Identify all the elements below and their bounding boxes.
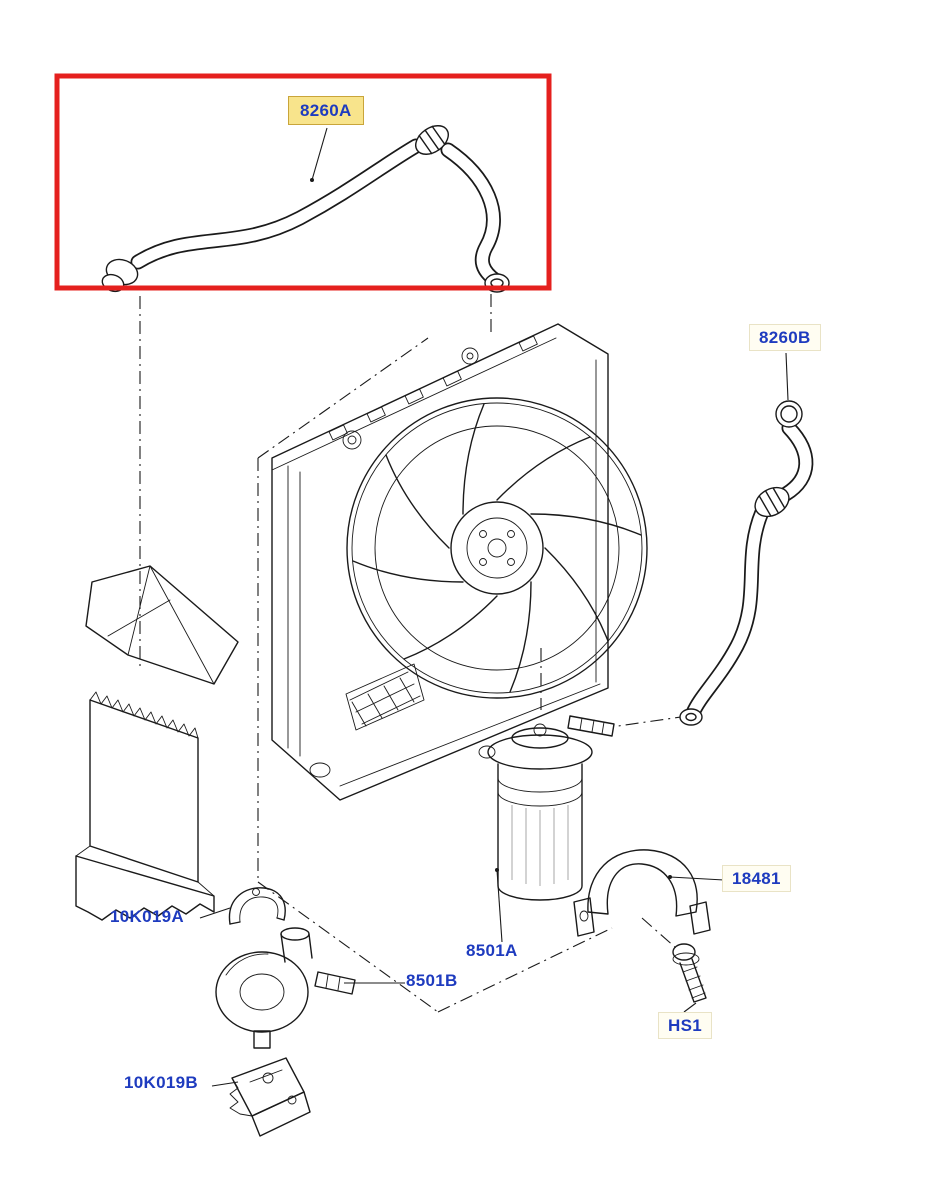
- part-label-8260B[interactable]: 8260B: [749, 324, 821, 351]
- pump-8501b-drawing[interactable]: [215, 927, 356, 1049]
- part-label-10K019A[interactable]: 10K019A: [110, 907, 184, 926]
- intercooler-drawing[interactable]: [75, 565, 239, 921]
- part-label-HS1[interactable]: HS1: [658, 1012, 712, 1039]
- part-label-8260A[interactable]: 8260A: [288, 96, 364, 125]
- bracket-18481-drawing[interactable]: [573, 849, 711, 937]
- selection-highlight-box: [54, 73, 552, 291]
- assembly-reference-lines: [139, 294, 689, 1013]
- bracket-10k019b-drawing[interactable]: [229, 1057, 311, 1137]
- bracket-10k019a-drawing[interactable]: [228, 887, 286, 925]
- part-label-8501B[interactable]: 8501B: [406, 971, 458, 990]
- radiator-fan-assembly-drawing[interactable]: [271, 323, 648, 801]
- hose-8260b-drawing[interactable]: [679, 400, 814, 726]
- label-leader-lines: [199, 127, 789, 1087]
- part-label-18481[interactable]: 18481: [722, 865, 791, 892]
- pump-8501a-drawing[interactable]: [478, 715, 615, 901]
- screw-hs1-drawing[interactable]: [672, 943, 707, 1003]
- part-label-8501A[interactable]: 8501A: [466, 941, 518, 960]
- part-label-10K019B[interactable]: 10K019B: [124, 1073, 198, 1092]
- hose-8260a-drawing[interactable]: [100, 120, 510, 294]
